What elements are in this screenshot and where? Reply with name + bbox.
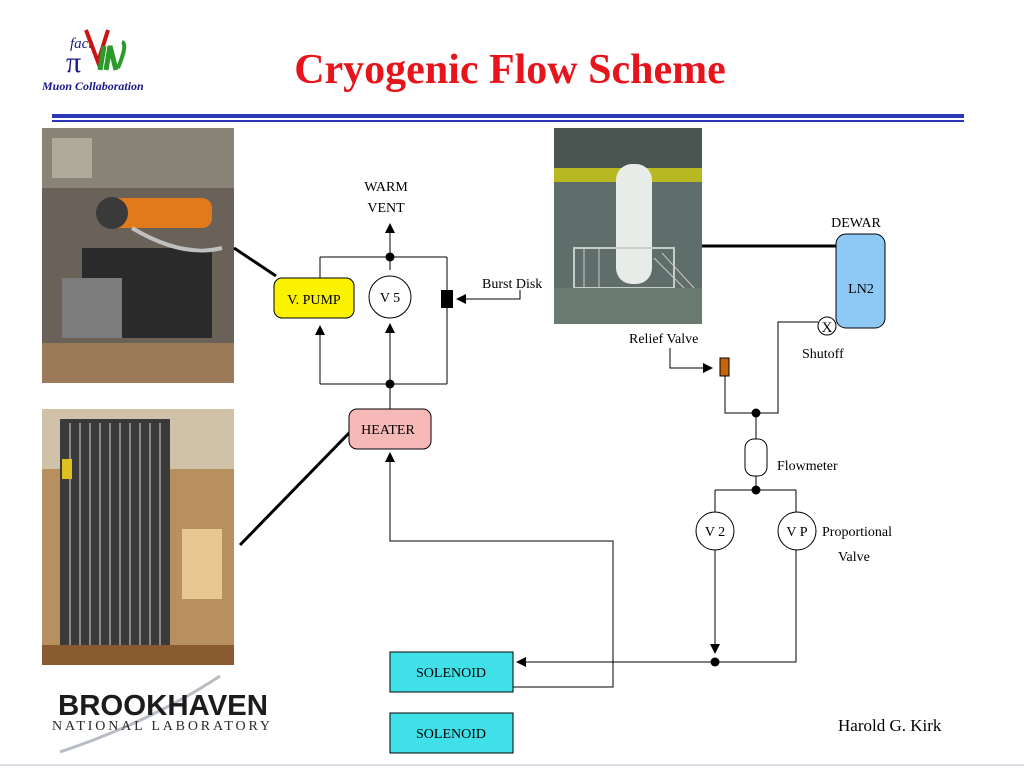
shutoff-label: Shutoff xyxy=(802,347,844,362)
dewar-photo xyxy=(554,128,702,324)
return-line xyxy=(385,452,614,688)
page-title: Cryogenic Flow Scheme xyxy=(294,47,726,93)
proportional-label: Proportional xyxy=(822,525,892,540)
junction-split xyxy=(751,485,761,495)
shutoff-valve xyxy=(817,316,837,336)
title-rule-thin xyxy=(52,120,964,122)
v5-valve xyxy=(368,275,412,319)
v2-label: V 2 xyxy=(705,525,725,540)
dewar-vessel xyxy=(835,233,886,329)
vp-label: V P xyxy=(786,525,807,540)
v-pump-box xyxy=(273,277,355,319)
solenoid-2-label: SOLENOID xyxy=(416,727,486,742)
pump-photo-connector xyxy=(233,246,277,278)
burst-disk-symbol xyxy=(441,290,453,308)
dewar-label: DEWAR xyxy=(831,216,881,231)
relief-valve-label: Relief Valve xyxy=(629,332,698,347)
vacuum-pump-photo xyxy=(42,128,234,383)
vp-valve xyxy=(777,511,817,551)
title-rule-thick xyxy=(52,114,964,118)
flowmeter-symbol xyxy=(744,438,768,477)
solenoid-1-label: SOLENOID xyxy=(416,666,486,681)
flowmeter-label: Flowmeter xyxy=(777,459,838,474)
shutoff-x: X xyxy=(822,320,833,336)
heater-photo-connector xyxy=(238,430,352,547)
v-pump-label: V. PUMP xyxy=(287,293,341,308)
junction-relief xyxy=(751,408,761,418)
v2-valve xyxy=(695,511,735,551)
brookhaven-logo: BROOKHAVEN NATIONAL LABORATORY xyxy=(50,672,275,758)
v5-label: V 5 xyxy=(380,291,400,306)
logo-caption: Muon Collaboration xyxy=(41,79,144,93)
heater-photo xyxy=(42,409,234,665)
solenoid-2-box xyxy=(389,712,514,754)
svg-text:π: π xyxy=(66,46,81,79)
footer-divider xyxy=(0,764,1024,766)
supply-lines xyxy=(516,321,818,667)
author-name: Harold G. Kirk xyxy=(838,716,942,735)
vent-loop-lines xyxy=(315,223,448,409)
heater-label: HEATER xyxy=(361,423,415,438)
logo-fact-text: fact xyxy=(70,36,93,52)
warm-vent-line1: WARM xyxy=(364,180,408,195)
heater-box xyxy=(348,408,432,450)
solenoid-1-box xyxy=(389,651,514,693)
valve-label: Valve xyxy=(838,550,870,565)
junction-vent xyxy=(385,252,395,262)
ln2-label: LN2 xyxy=(848,282,874,297)
warm-vent-line2: VENT xyxy=(367,201,405,216)
junction-heater-out xyxy=(385,379,395,389)
muon-collaboration-logo: fact π Muon Collaboration xyxy=(38,24,168,96)
burst-disk-label: Burst Disk xyxy=(482,277,542,292)
brookhaven-wordmark: BROOKHAVEN xyxy=(58,690,268,722)
junction-solenoid xyxy=(710,657,720,667)
relief-valve-symbol xyxy=(719,357,730,377)
